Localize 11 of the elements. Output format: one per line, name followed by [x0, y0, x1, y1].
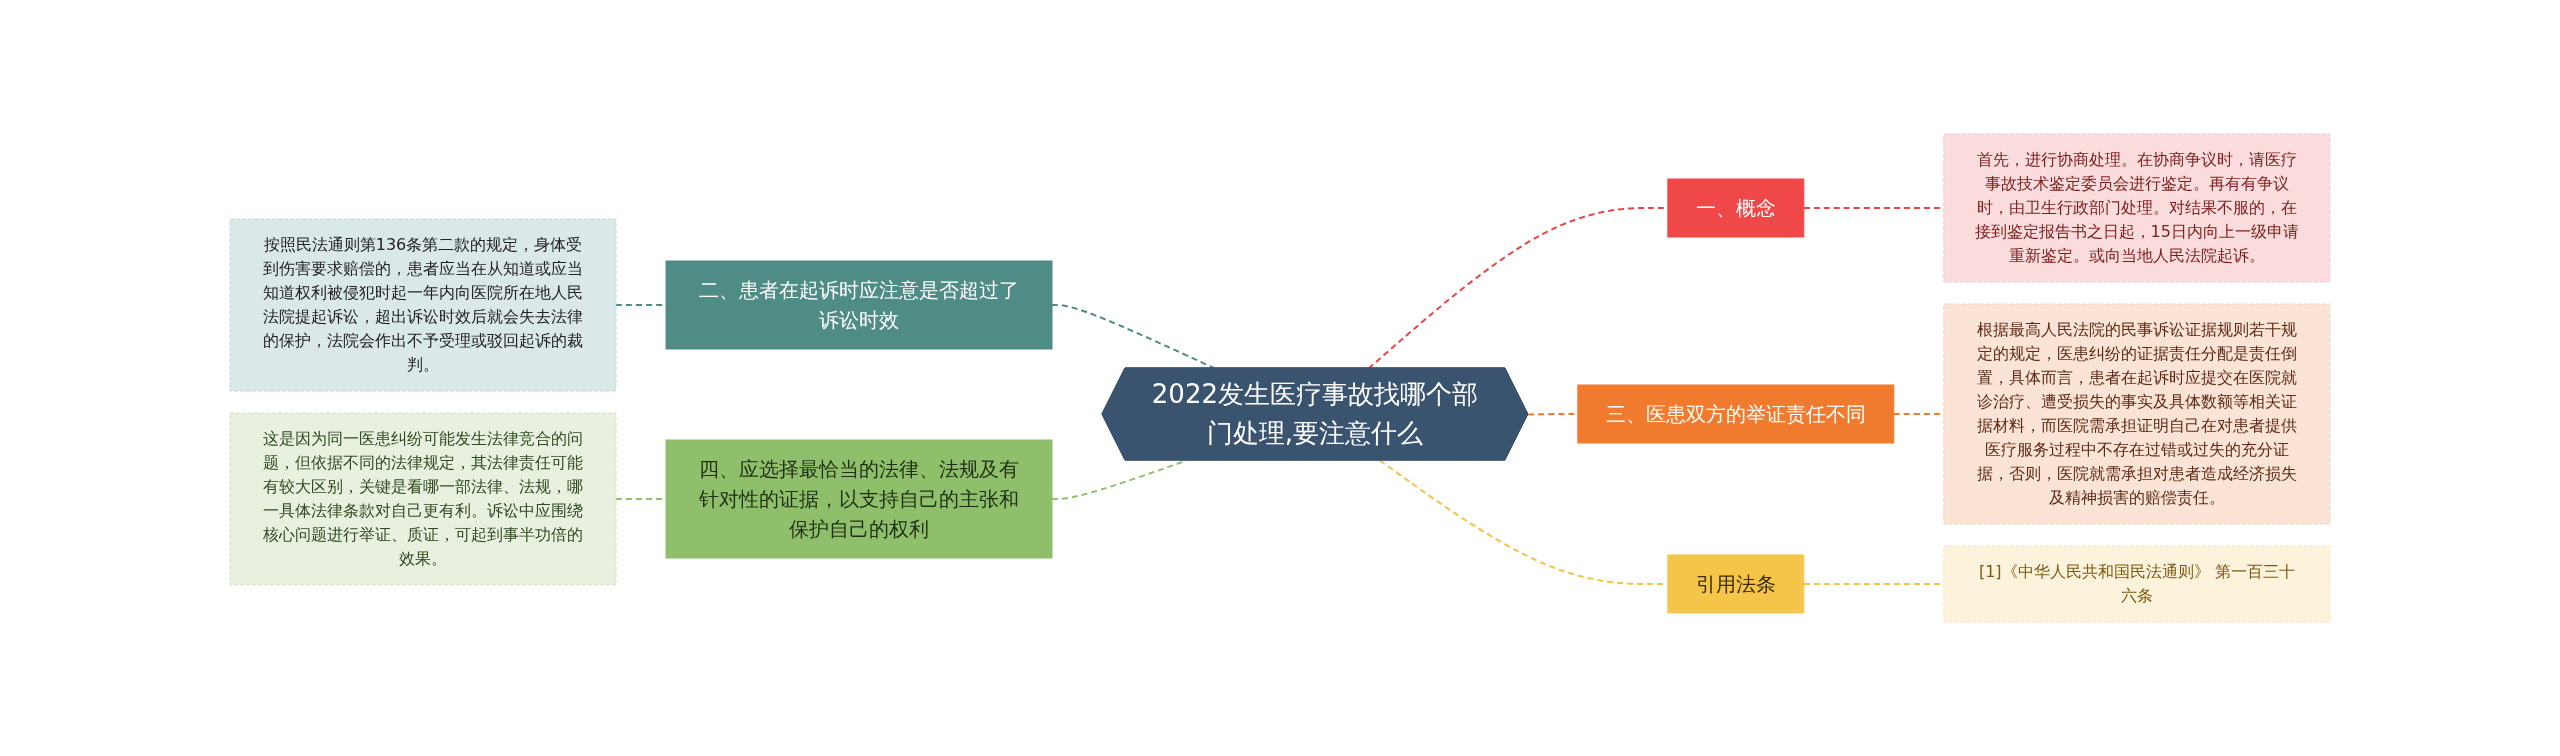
node-box: 一、概念 [1667, 178, 1805, 238]
node-box: 二、患者在起诉时应注意是否超过了诉讼时效 [665, 260, 1053, 350]
node-box: 四、应选择最恰当的法律、法规及有针对性的证据，以支持自己的主张和保护自己的权利 [665, 439, 1053, 559]
node-box: 首先，进行协商处理。在协商争议时，请医疗事故技术鉴定委员会进行鉴定。再有有争议时，由卫生行政部门处理。对结果不服的，在接到鉴定报告书之日起，15日内向上一级申请重新鉴定。或向当地人民法院起诉。 [1943, 133, 2331, 283]
node-box: 这是因为同一医患纠纷可能发生法律竞合的问题，但依据不同的法律规定，其法律责任可能有较大区别，关键是看哪一部法律、法规，哪一具体法律条款对自己更有利。诉讼中应围绕核心问题进行举证、质证，可起到事半功倍的效果。 [229, 412, 617, 586]
connector [1051, 459, 1188, 500]
node-box: 按照民法通则第136条第二款的规定，身体受到伤害要求赔偿的，患者应当在从知道或应当知道权利被侵犯时起一年内向医院所在地人民法院提起诉讼，超出诉讼时效后就会失去法律的保护，法院会作出不予受理或驳回起诉的裁判。 [229, 218, 617, 392]
node-box: 三、医患双方的举证责任不同 [1577, 384, 1895, 444]
node-box: [1]《中华人民共和国民法通则》 第一百三十六条 [1943, 545, 2331, 623]
node-box: 根据最高人民法院的民事诉讼证据规则若干规定的规定，医患纠纷的证据责任分配是责任倒置，具体而言，患者在起诉时应提交在医院就诊治疗、遭受损失的事实及具体数额等相关证据材料，而医院需承担证明自己在对患者提供医疗服务过程中不存在过错或过失的充分证据，否则，医院就需承担对患者造成经济损失及精神损害的赔偿责任。 [1943, 303, 2331, 525]
node-box: 引用法条 [1667, 554, 1805, 614]
